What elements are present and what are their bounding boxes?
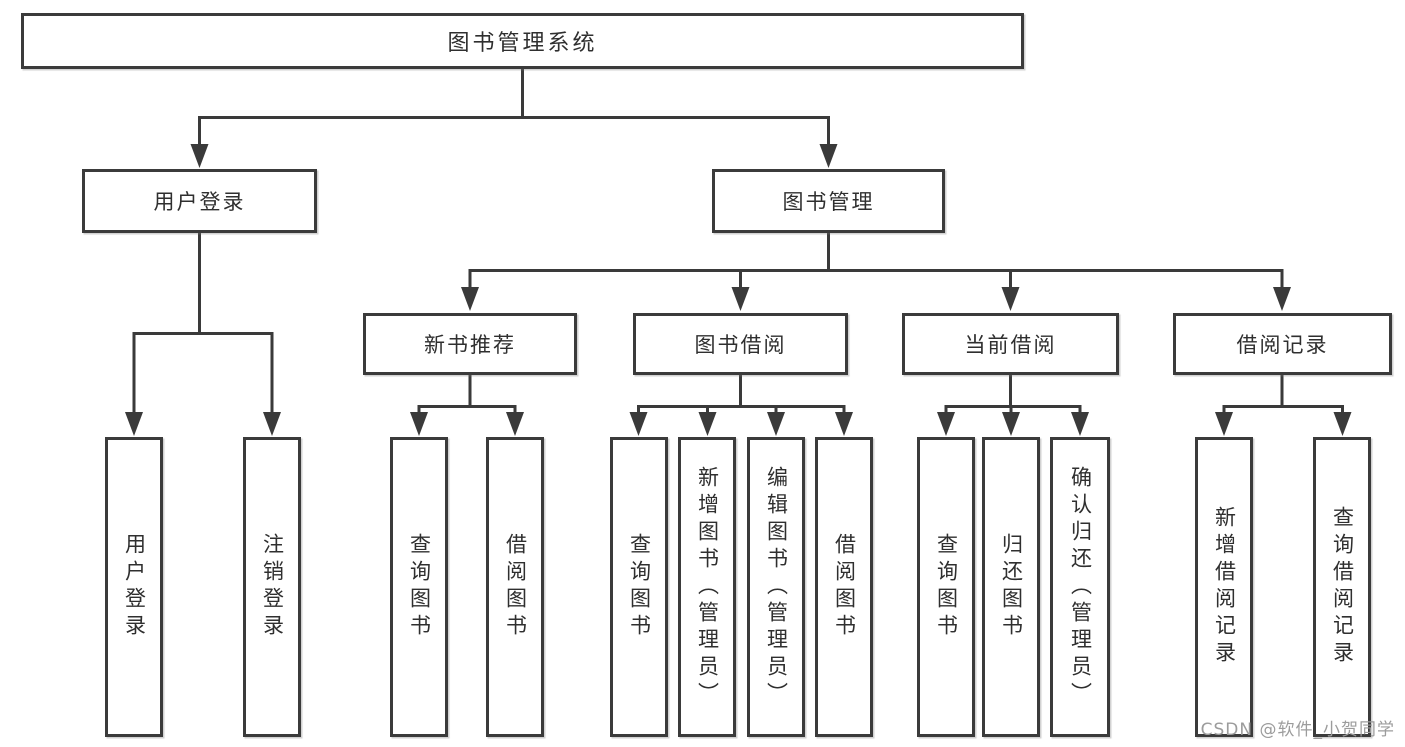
leaf-label: 查询图书 xyxy=(934,533,959,641)
node-book-management: 图书管理 xyxy=(712,169,945,233)
leaf-label: 用户登录 xyxy=(122,533,147,641)
node-library-management-system: 图书管理系统 xyxy=(21,13,1024,69)
node-label: 新书推荐 xyxy=(424,333,516,357)
leaf-label: 确认归还（管理员） xyxy=(1068,465,1093,709)
node-label: 用户登录 xyxy=(153,190,246,214)
leaf-label: 新增借阅记录 xyxy=(1212,506,1237,668)
leaf-label: 注销登录 xyxy=(260,533,285,641)
leaf-add-books-admin: 新增图书（管理员） xyxy=(678,437,736,737)
node-new-book-recommend: 新书推荐 xyxy=(363,313,577,375)
leaf-query-books-recommend: 查询图书 xyxy=(390,437,448,737)
leaf-label: 借阅图书 xyxy=(503,533,528,641)
leaf-add-borrow-record: 新增借阅记录 xyxy=(1195,437,1253,737)
node-user-login: 用户登录 xyxy=(82,169,317,233)
leaf-query-books-borrow: 查询图书 xyxy=(610,437,668,737)
leaf-label: 编辑图书（管理员） xyxy=(764,465,789,709)
leaf-borrow-books: 借阅图书 xyxy=(815,437,873,737)
node-label: 借阅记录 xyxy=(1236,333,1329,357)
leaf-label: 查询图书 xyxy=(407,533,432,641)
leaf-user-login: 用户登录 xyxy=(105,437,163,737)
node-borrow-records: 借阅记录 xyxy=(1173,313,1392,375)
node-current-borrow: 当前借阅 xyxy=(902,313,1119,375)
csdn-watermark: CSDN @软件_小贺同学 xyxy=(1200,720,1395,740)
arrowheads xyxy=(125,144,1352,436)
leaf-label: 归还图书 xyxy=(999,533,1024,641)
node-label: 图书借阅 xyxy=(694,333,787,357)
node-label: 当前借阅 xyxy=(964,333,1057,357)
leaf-logout: 注销登录 xyxy=(243,437,301,737)
leaf-return-books: 归还图书 xyxy=(982,437,1040,737)
node-label: 图书管理 xyxy=(782,190,875,214)
leaf-borrow-books-recommend: 借阅图书 xyxy=(486,437,544,737)
leaf-label: 借阅图书 xyxy=(832,533,857,641)
node-label: 图书管理系统 xyxy=(447,31,598,56)
node-book-borrow: 图书借阅 xyxy=(633,313,848,375)
leaf-label: 新增图书（管理员） xyxy=(695,465,720,709)
leaf-label: 查询借阅记录 xyxy=(1330,506,1355,668)
leaf-query-borrow-record: 查询借阅记录 xyxy=(1313,437,1371,737)
leaf-confirm-return-admin: 确认归还（管理员） xyxy=(1050,437,1110,737)
leaf-label: 查询图书 xyxy=(627,533,652,641)
leaf-query-books-current: 查询图书 xyxy=(917,437,975,737)
leaf-edit-books-admin: 编辑图书（管理员） xyxy=(747,437,805,737)
